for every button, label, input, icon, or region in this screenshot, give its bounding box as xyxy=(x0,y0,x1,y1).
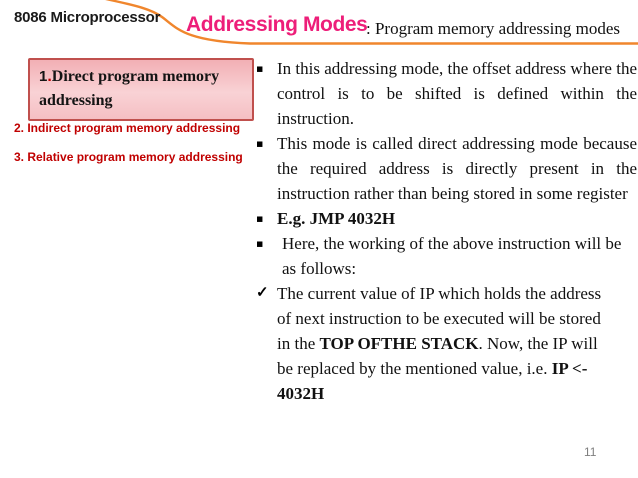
check-text-part: . Now, the IP will be replaced by the me… xyxy=(277,334,598,378)
orange-divider-curve xyxy=(105,0,638,45)
check-item-text: The current value of IP which holds the … xyxy=(277,281,609,406)
course-label: 8086 Microprocessor xyxy=(14,9,161,26)
page-number: 11 xyxy=(584,445,597,459)
check-text-part: The current value of IP which holds the … xyxy=(277,284,602,353)
bullet-text: This mode is called direct addressing mo… xyxy=(277,134,637,203)
bullet-text: E.g. JMP 4032H xyxy=(277,209,396,228)
list-item-relative-addressing: 3. Relative program memory addressing xyxy=(14,150,243,164)
highlight-number: 1 xyxy=(39,68,48,85)
bullet-text: In this addressing mode, the offset addr… xyxy=(277,59,637,128)
highlight-box-direct-addressing: 1.Direct program memory addressing xyxy=(28,58,254,121)
highlight-number-dot: . xyxy=(47,68,52,85)
bullet-item: ▪ In this addressing mode, the offset ad… xyxy=(256,56,637,131)
bullet-text: Here, the working of the above instructi… xyxy=(282,234,622,278)
check-text-part-bold: TOP OFTHE STACK xyxy=(319,334,479,353)
square-bullet-icon: ▪ xyxy=(256,212,264,225)
square-bullet-icon: ▪ xyxy=(256,237,264,250)
square-bullet-icon: ▪ xyxy=(256,62,264,75)
slide-title: Addressing Modes xyxy=(186,13,368,36)
check-item: ✓ The current value of IP which holds th… xyxy=(256,281,637,406)
bullet-list: ▪ In this addressing mode, the offset ad… xyxy=(256,56,637,406)
bullet-item: ▪ Here, the working of the above instruc… xyxy=(256,231,637,281)
square-bullet-icon: ▪ xyxy=(256,137,264,150)
addressing-modes-list: 2. Indirect program memory addressing 3.… xyxy=(14,114,246,172)
slide-subtitle: : Program memory addressing modes xyxy=(366,19,621,38)
list-item-indirect-addressing: 2. Indirect program memory addressing xyxy=(14,121,241,135)
bullet-item-example: ▪ E.g. JMP 4032H xyxy=(256,206,637,231)
check-icon: ✓ xyxy=(256,285,269,301)
bullet-item: ▪ This mode is called direct addressing … xyxy=(256,131,637,206)
highlight-label: Direct program memory addressing xyxy=(39,68,220,109)
check-text-part-bold: IP <- 4032H xyxy=(277,359,588,403)
